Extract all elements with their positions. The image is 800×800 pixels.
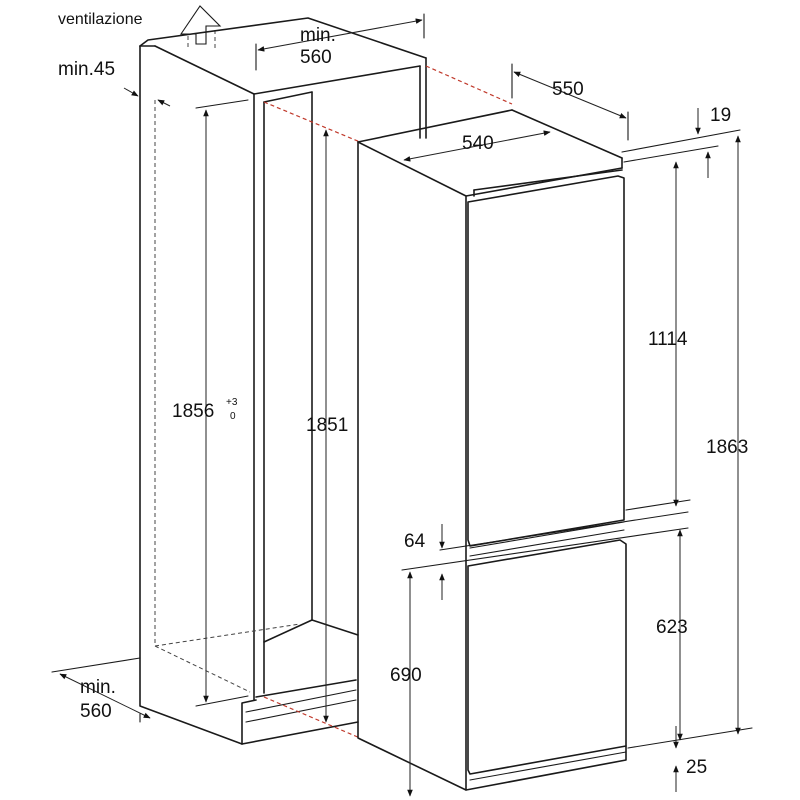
dim-min45: [123, 87, 171, 107]
dim-gap-64: [401, 511, 689, 600]
dim-19-label: 19: [710, 105, 732, 126]
depth-540-label: 540: [462, 133, 494, 154]
dim-depth-540: [403, 130, 551, 162]
min45-label: min.45: [58, 59, 116, 80]
tolerance-zero: 0: [230, 411, 236, 422]
width-560-bottom-label: 560: [80, 701, 112, 722]
dim-height-1863: [627, 135, 753, 749]
height-690-label: 690: [390, 665, 422, 686]
height-1114-label: 1114: [648, 329, 688, 350]
dim-25-label: 25: [686, 757, 708, 778]
height-1856-value: 1856: [172, 401, 215, 422]
gap-64-label: 64: [404, 531, 426, 552]
dim-height-1856: [195, 99, 249, 707]
dim-width-560-top: [255, 13, 425, 71]
height-623-label: 623: [656, 617, 688, 638]
hidden-edges: [263, 65, 513, 739]
dim-width-560-bottom: [51, 657, 151, 723]
ventilation-label: ventilazione: [58, 11, 143, 28]
dim-19: [621, 108, 741, 178]
min-bottom-label: min.: [80, 677, 116, 698]
ventilation-arrow-icon: [179, 5, 222, 48]
dim-depth-550: [511, 63, 629, 141]
width-560-top-label: 560: [300, 47, 332, 68]
cabinet-niche: [139, 17, 427, 745]
height-1863-label: 1863: [706, 437, 749, 458]
tolerance-plus: +3: [226, 397, 238, 408]
height-1851-label: 1851: [306, 415, 349, 436]
depth-550-label: 550: [552, 79, 584, 100]
min-top-label: min.: [300, 25, 336, 46]
height-1856-label: 1856 +3 0: [172, 398, 237, 422]
dim-height-1114: [625, 161, 691, 511]
refrigerator: [357, 109, 627, 791]
